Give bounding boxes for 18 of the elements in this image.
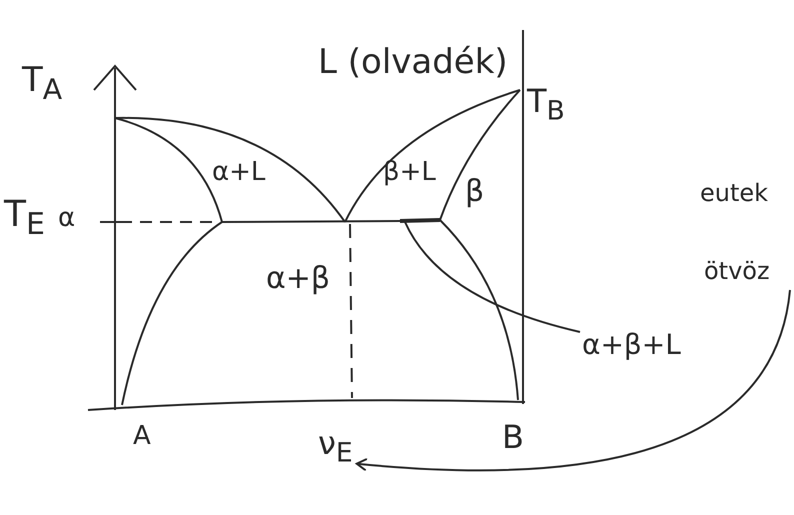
composition-label: B [502,420,524,456]
region-label: β [465,175,484,208]
curved-arrow [356,290,791,472]
region-label: α+L [212,158,266,187]
leader-line [404,222,580,333]
region-label: β+L [383,158,436,187]
note-text: ötvöz [704,258,770,284]
axis-label: T$_{A}$ [22,62,62,105]
axis-label: T$_{B}$ [527,84,565,126]
note-text: eutek [700,180,768,206]
composition-label: A [133,422,151,451]
composition-label: ν$_{E}$ [318,426,353,468]
region-label: α [58,204,76,233]
thick-line-segment [400,218,440,223]
region-label: α+β [266,262,330,295]
axis-label: T$_{E}$ [4,195,45,242]
phase-label: L (olvadék) [318,44,508,82]
region-label: α+β+L [582,330,681,361]
